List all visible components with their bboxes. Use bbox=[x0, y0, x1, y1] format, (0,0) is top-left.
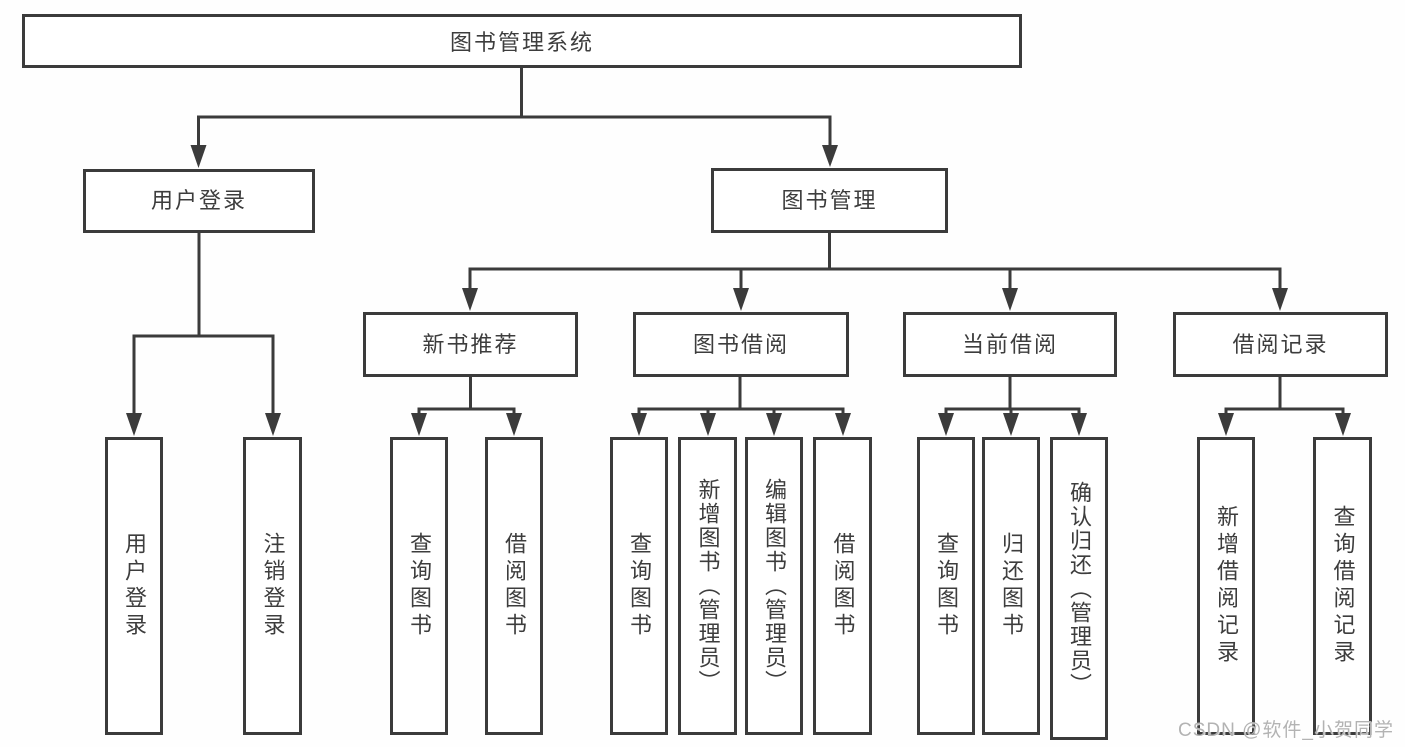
arrowhead bbox=[265, 413, 281, 436]
node-new-book-recommend: 新书推荐 bbox=[363, 312, 578, 377]
leaf-recommend-borrow-books: 借阅图书 bbox=[485, 437, 543, 735]
connector-book-borrowing-children bbox=[637, 376, 845, 415]
connector-book-management-children bbox=[468, 232, 1282, 290]
arrowhead bbox=[1272, 288, 1288, 311]
node-book-borrowing-label: 图书借阅 bbox=[692, 331, 789, 357]
leaf-record-query-label: 查询借阅记录 bbox=[1330, 505, 1356, 667]
node-current-borrowing: 当前借阅 bbox=[903, 312, 1117, 377]
leaf-user-login: 用户登录 bbox=[105, 437, 163, 735]
leaf-borrowing-edit-books: 编辑图书（管理员） bbox=[745, 437, 803, 735]
arrowhead bbox=[822, 145, 838, 167]
arrowhead bbox=[938, 413, 954, 436]
node-user-login: 用户登录 bbox=[83, 169, 315, 233]
arrowhead bbox=[126, 413, 142, 436]
node-book-borrowing: 图书借阅 bbox=[633, 312, 849, 377]
leaf-current-return-books: 归还图书 bbox=[982, 437, 1040, 735]
leaf-current-confirm-return-label: 确认归还（管理员） bbox=[1067, 480, 1092, 697]
arrowhead bbox=[1002, 288, 1018, 311]
leaf-record-add-label: 新增借阅记录 bbox=[1214, 505, 1239, 667]
node-root: 图书管理系统 bbox=[22, 14, 1022, 68]
arrowhead bbox=[1335, 413, 1351, 436]
leaf-borrowing-query-books-label: 查询图书 bbox=[627, 532, 652, 640]
node-user-login-label: 用户登录 bbox=[150, 188, 247, 213]
leaf-borrowing-borrow-books-label: 借阅图书 bbox=[830, 532, 856, 640]
leaf-user-login-label: 用户登录 bbox=[122, 532, 147, 640]
node-book-management-label: 图书管理 bbox=[781, 187, 878, 213]
leaf-borrowing-edit-books-label: 编辑图书（管理员） bbox=[762, 478, 787, 694]
leaf-current-confirm-return: 确认归还（管理员） bbox=[1050, 437, 1108, 740]
node-book-management: 图书管理 bbox=[711, 168, 948, 233]
arrowhead bbox=[1218, 413, 1234, 436]
leaf-borrowing-add-books: 新增图书（管理员） bbox=[678, 437, 737, 735]
node-new-book-recommend-label: 新书推荐 bbox=[422, 331, 519, 357]
leaf-record-add: 新增借阅记录 bbox=[1197, 437, 1255, 735]
connector-root-to-level2 bbox=[197, 68, 832, 147]
node-root-label: 图书管理系统 bbox=[449, 30, 594, 55]
arrowhead bbox=[190, 145, 207, 168]
arrowhead bbox=[506, 413, 522, 436]
connector-current-borrowing-children bbox=[944, 376, 1081, 415]
leaf-current-return-books-label: 归还图书 bbox=[999, 532, 1024, 640]
arrowhead bbox=[1071, 413, 1087, 436]
arrowhead bbox=[1003, 413, 1019, 436]
leaf-recommend-query-books: 查询图书 bbox=[390, 437, 448, 735]
leaf-recommend-borrow-books-label: 借阅图书 bbox=[502, 532, 527, 640]
arrowhead bbox=[835, 413, 851, 436]
connector-user-login-children bbox=[132, 232, 275, 415]
arrowhead bbox=[700, 413, 716, 436]
arrowhead bbox=[631, 413, 647, 436]
leaf-logout-label: 注销登录 bbox=[260, 532, 286, 640]
leaf-current-query-books: 查询图书 bbox=[917, 437, 975, 735]
arrowhead bbox=[733, 288, 749, 311]
arrowhead bbox=[766, 413, 782, 436]
node-current-borrowing-label: 当前借阅 bbox=[961, 331, 1058, 357]
leaf-recommend-query-books-label: 查询图书 bbox=[407, 532, 432, 640]
csdn-watermark: CSDN @软件_小贺同学 bbox=[1178, 720, 1394, 741]
node-borrowing-records: 借阅记录 bbox=[1173, 312, 1388, 377]
leaf-borrowing-query-books: 查询图书 bbox=[610, 437, 668, 735]
leaf-logout: 注销登录 bbox=[243, 437, 302, 735]
leaf-borrowing-add-books-label: 新增图书（管理员） bbox=[695, 478, 721, 694]
connector-new-book-recommend-children bbox=[417, 376, 516, 415]
arrowhead bbox=[411, 413, 427, 436]
connector-borrowing-records-children bbox=[1224, 376, 1345, 415]
leaf-current-query-books-label: 查询图书 bbox=[934, 532, 959, 640]
node-borrowing-records-label: 借阅记录 bbox=[1232, 331, 1329, 357]
leaf-record-query: 查询借阅记录 bbox=[1313, 437, 1372, 735]
leaf-borrowing-borrow-books: 借阅图书 bbox=[813, 437, 872, 735]
arrowhead bbox=[462, 288, 478, 311]
